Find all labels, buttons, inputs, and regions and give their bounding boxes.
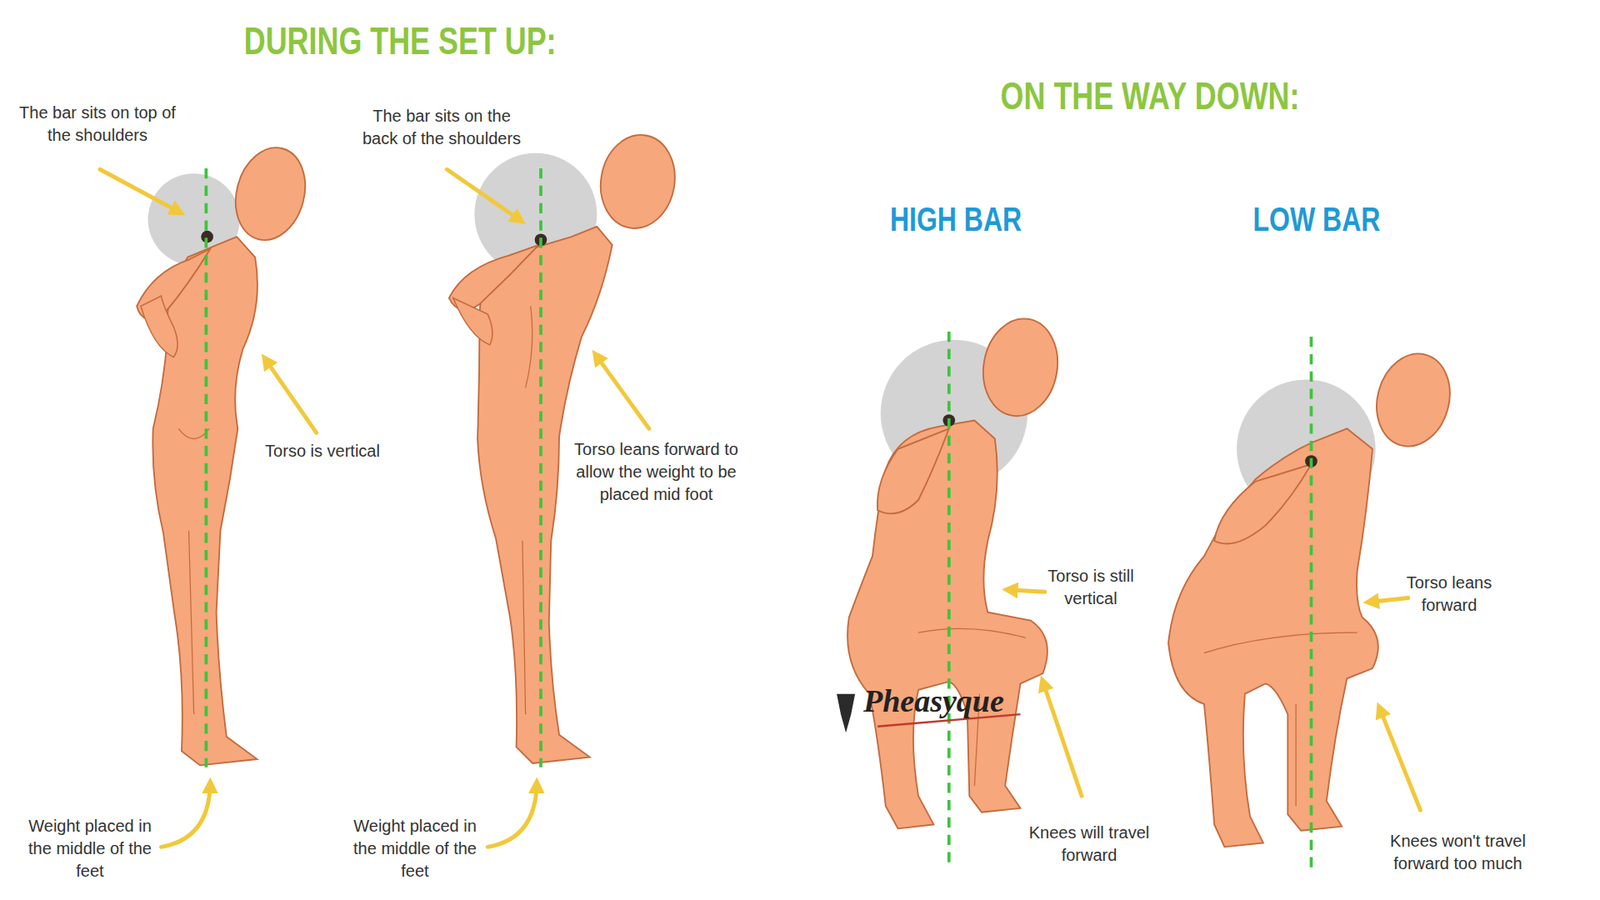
squat-figure-low-bar [1168,336,1460,870]
callout-note: The bar sits on top of the shoulders [18,101,177,147]
watermark: Pheasyque [863,680,1030,723]
section-heading: ON THE WAY DOWN: [994,70,1306,122]
callout-note: Torso leans forward to allow the weight … [566,438,746,506]
callout-note: The bar sits on the back of the shoulder… [354,105,530,150]
section-heading: DURING THE SET UP: [244,15,556,67]
callout-note: Knees will travel forward [1026,821,1152,867]
leader-arrows [100,169,1421,847]
callout-note: Weight placed in the middle of the feet [340,815,490,883]
callout-note: Weight placed in the middle of the feet [15,815,165,883]
callout-note: Torso is vertical [260,440,385,463]
callout-note: Knees won't travel forward too much [1385,830,1531,875]
callout-note: Torso is still vertical [1041,565,1140,610]
callout-note: Torso leans forward [1403,571,1495,617]
squat-figure-high-bar [847,312,1065,865]
column-heading: LOW BAR [1236,196,1397,242]
column-heading: HIGH BAR [875,196,1036,242]
